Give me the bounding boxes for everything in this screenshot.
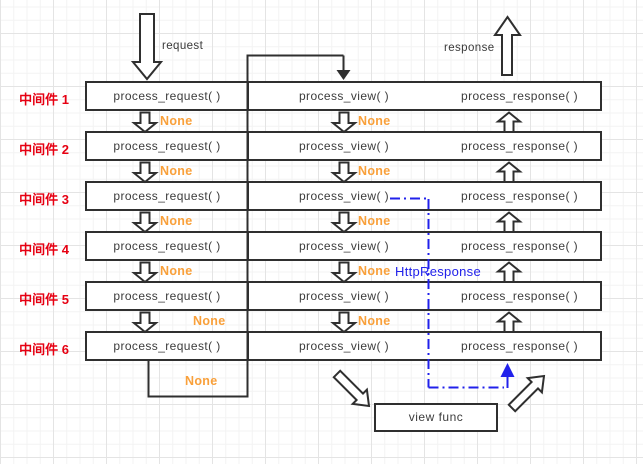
none-label-bottom: None: [185, 374, 218, 388]
process-request-cell: process_request( ): [113, 189, 221, 203]
process-request-cell: process_request( ): [113, 239, 221, 253]
middleware-label-1: 中间件 1: [19, 92, 69, 107]
middleware-row-5: process_request( ) process_view( ) proce…: [85, 281, 602, 311]
none-down-arrow-icon: [330, 111, 358, 134]
process-response-cell: process_response( ): [461, 89, 578, 103]
none-down-arrow-icon: [330, 211, 358, 234]
none-label-view-gap2: None: [358, 164, 391, 178]
column-divider: [247, 181, 249, 211]
middleware-row-3: process_request( ) process_view( ) proce…: [85, 181, 602, 211]
column-divider: [247, 331, 249, 361]
none-down-arrow-icon: [131, 261, 159, 284]
none-label-request-gap4: None: [160, 264, 193, 278]
none-down-arrow-icon: [330, 261, 358, 284]
process-view-cell: process_view( ): [298, 289, 390, 303]
none-down-arrow-icon: [131, 161, 159, 184]
request-flow-label: request: [162, 40, 204, 52]
middleware-row-6: process_request( ) process_view( ) proce…: [85, 331, 602, 361]
none-label-request-gap3: None: [160, 214, 193, 228]
none-label-view-gap4: None: [358, 264, 391, 278]
none-label-request-gap2: None: [160, 164, 193, 178]
process-view-cell: process_view( ): [298, 189, 390, 203]
http-response-label: HttpResponse: [395, 264, 481, 279]
process-response-cell: process_response( ): [461, 289, 578, 303]
response-up-arrow-icon: [495, 161, 523, 183]
request-arrow-icon: [130, 13, 164, 81]
none-down-arrow-icon: [131, 111, 159, 134]
process-request-cell: process_request( ): [113, 139, 221, 153]
middleware-row-4: process_request( ) process_view( ) proce…: [85, 231, 602, 261]
none-down-arrow-icon: [330, 161, 358, 184]
process-request-cell: process_request( ): [113, 339, 221, 353]
column-divider: [247, 81, 249, 111]
process-response-cell: process_response( ): [461, 139, 578, 153]
process-request-cell: process_request( ): [113, 289, 221, 303]
process-response-cell: process_response( ): [461, 189, 578, 203]
response-arrow-icon: [493, 15, 522, 76]
none-down-arrow-icon: [131, 311, 159, 334]
none-down-arrow-icon: [131, 211, 159, 234]
process-view-cell: process_view( ): [298, 89, 390, 103]
response-up-arrow-icon: [495, 311, 523, 333]
from-view-func-arrow-icon: [507, 374, 546, 413]
column-divider: [247, 231, 249, 261]
response-flow-label: response: [444, 42, 495, 54]
none-label-request-gap5: None: [193, 314, 226, 328]
middleware-label-6: 中间件 6: [19, 342, 69, 357]
process-response-cell: process_response( ): [461, 239, 578, 253]
response-up-arrow-icon: [495, 261, 523, 283]
column-divider: [247, 131, 249, 161]
process-view-cell: process_view( ): [298, 339, 390, 353]
response-up-arrow-icon: [495, 211, 523, 233]
middleware-row-2: process_request( ) process_view( ) proce…: [85, 131, 602, 161]
none-label-request-gap1: None: [160, 114, 193, 128]
middleware-label-5: 中间件 5: [19, 292, 69, 307]
none-label-view-gap1: None: [358, 114, 391, 128]
top-connector-arrowhead-icon: [336, 70, 351, 80]
response-up-arrow-icon: [495, 111, 523, 133]
to-view-func-arrow-icon: [332, 369, 371, 408]
process-request-cell: process_request( ): [113, 89, 221, 103]
process-view-cell: process_view( ): [298, 239, 390, 253]
column-divider: [247, 281, 249, 311]
process-response-cell: process_response( ): [461, 339, 578, 353]
none-down-arrow-icon: [330, 311, 358, 334]
middleware-label-4: 中间件 4: [19, 242, 69, 257]
middleware-label-2: 中间件 2: [19, 142, 69, 157]
httpresponse-arrowhead-icon: [500, 363, 515, 377]
none-label-view-gap5: None: [358, 314, 391, 328]
process-view-cell: process_view( ): [298, 139, 390, 153]
middleware-row-1: process_request( ) process_view( ) proce…: [85, 81, 602, 111]
view-func-box: view func: [374, 403, 498, 432]
middleware-label-3: 中间件 3: [19, 192, 69, 207]
none-label-view-gap3: None: [358, 214, 391, 228]
